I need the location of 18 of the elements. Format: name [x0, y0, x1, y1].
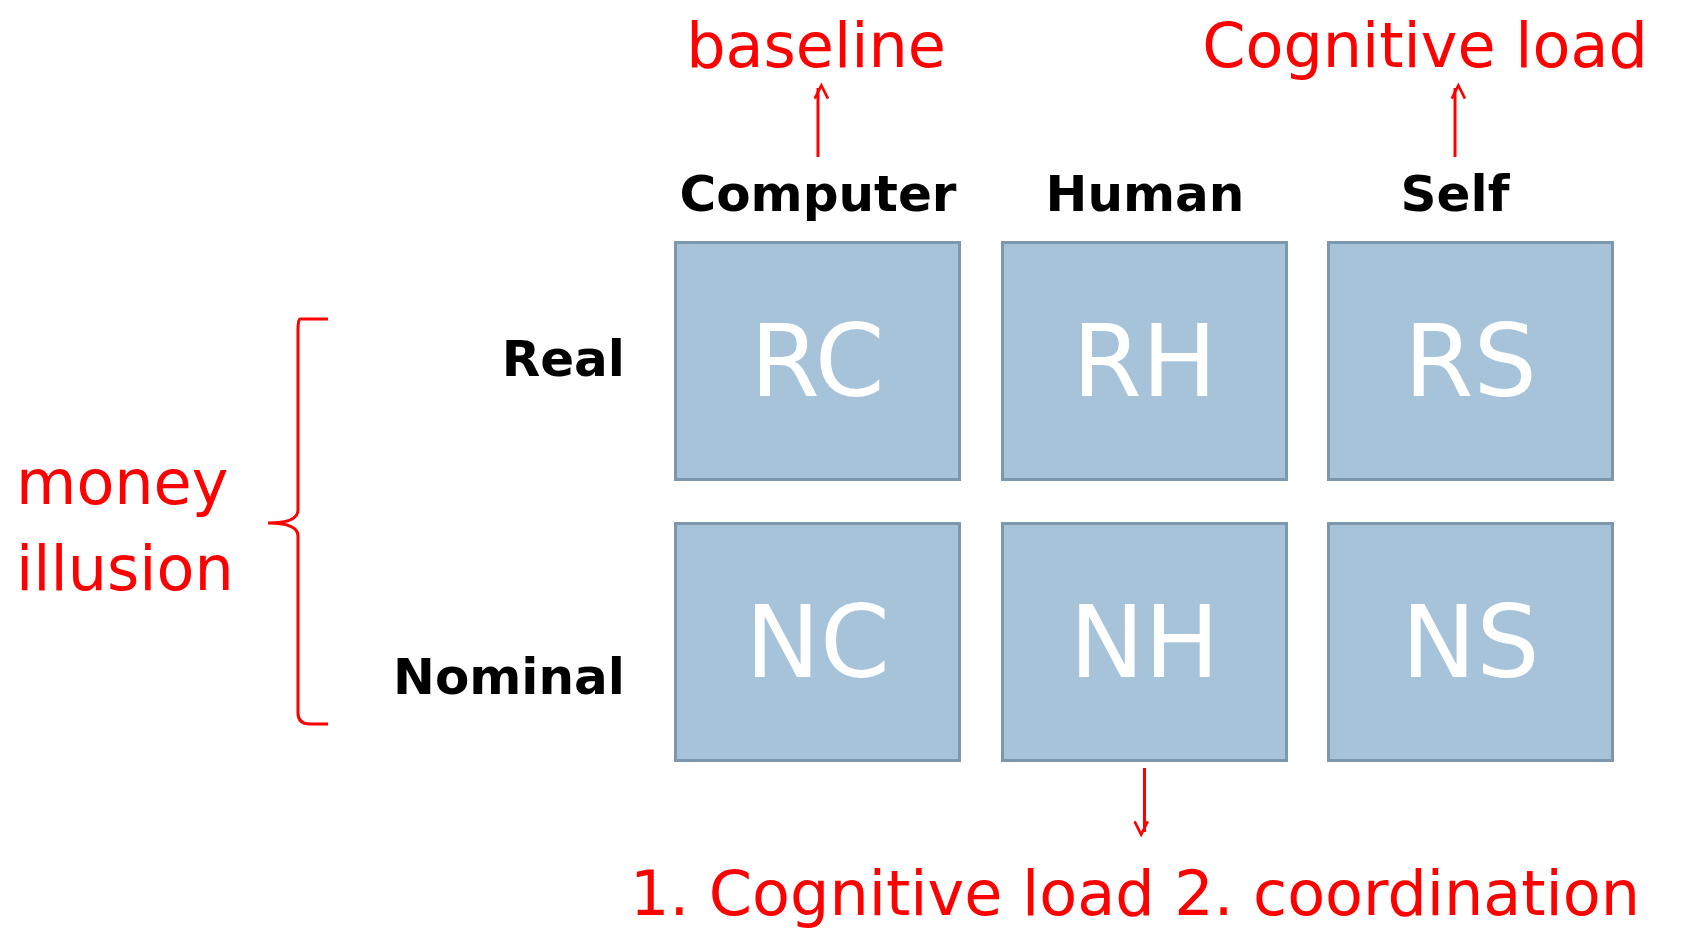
column-header: Self — [1360, 163, 1550, 225]
annotation-text: 1. Cognitive load 2. coordination — [590, 858, 1680, 928]
annotation-text: baseline — [660, 10, 972, 80]
arrow — [1451, 84, 1466, 157]
matrix-cell: NC — [674, 522, 961, 762]
column-header: Computer — [660, 163, 976, 225]
matrix-cell: NS — [1327, 522, 1614, 762]
annotation-text: money illusion — [16, 445, 235, 607]
matrix-cell: NH — [1001, 522, 1288, 762]
arrow — [1133, 768, 1149, 836]
arrow — [814, 84, 829, 157]
column-header: Human — [1010, 163, 1280, 225]
matrix-cell: RC — [674, 241, 961, 481]
matrix-cell: RS — [1327, 241, 1614, 481]
matrix-cell: RH — [1001, 241, 1288, 481]
annotation-text: Cognitive load — [1180, 10, 1670, 80]
row-label: Nominal — [393, 648, 625, 706]
row-label: Real — [501, 330, 625, 388]
